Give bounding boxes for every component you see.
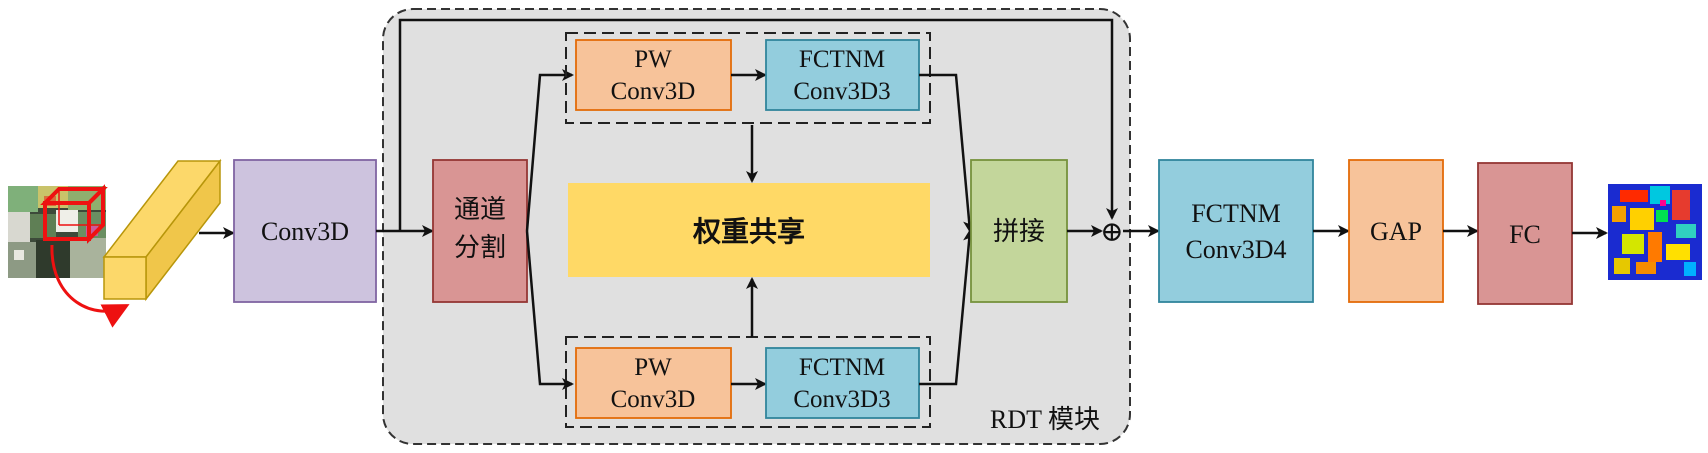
- top-pw-line1: PW: [634, 46, 672, 73]
- add-symbol: ⊕: [1100, 217, 1123, 248]
- gap-label: GAP: [1370, 217, 1422, 246]
- top-branch-group: [565, 32, 931, 124]
- skip-connection: [398, 18, 1118, 231]
- fc-label: FC: [1509, 220, 1541, 249]
- extracted-cube: [102, 158, 222, 302]
- fctnm-conv3d4-block: [1158, 159, 1314, 303]
- bottom-pw-line2: Conv3D: [611, 386, 696, 413]
- concat-block: [970, 159, 1068, 303]
- top-fctnm-line2: Conv3D3: [793, 78, 890, 105]
- top-fctnm-conv3d3-block: [765, 39, 920, 111]
- conv3d-label: Conv3D: [261, 217, 349, 246]
- rdt-module-label: RDT 模块: [990, 405, 1100, 434]
- arrow-bottom-branch-to-concat: [919, 229, 976, 386]
- fctnm4-line1: FCTNM: [1191, 199, 1281, 228]
- split-label-line1: 通道: [454, 195, 506, 224]
- arrow-split-to-bottom-branch: [525, 230, 574, 390]
- top-fctnm-line1: FCTNM: [799, 46, 885, 73]
- fc-block: [1477, 162, 1573, 305]
- conv3d-block: [233, 159, 377, 303]
- hyperspectral-input-patch: [8, 184, 108, 278]
- arrow-split-to-top-branch: [525, 69, 574, 232]
- concat-label: 拼接: [993, 217, 1045, 246]
- fctnm4-line2: Conv3D4: [1185, 235, 1286, 264]
- arrow-top-branch-to-concat: [919, 73, 976, 233]
- classification-map: [1608, 184, 1702, 280]
- split-label-line2: 分割: [454, 233, 506, 262]
- bottom-pw-conv3d-block: [575, 347, 732, 419]
- top-pw-line2: Conv3D: [611, 78, 696, 105]
- bottom-pw-line1: PW: [634, 354, 672, 381]
- weight-share-block: [568, 183, 930, 277]
- red-curve-arrow: [50, 244, 130, 328]
- bottom-branch-group: [565, 336, 931, 428]
- top-pw-conv3d-block: [575, 39, 732, 111]
- gap-block: [1348, 159, 1444, 303]
- bottom-fctnm-line2: Conv3D3: [793, 386, 890, 413]
- bottom-fctnm-line1: FCTNM: [799, 354, 885, 381]
- channel-split-block: [432, 159, 528, 303]
- weight-share-label: 权重共享: [692, 215, 805, 248]
